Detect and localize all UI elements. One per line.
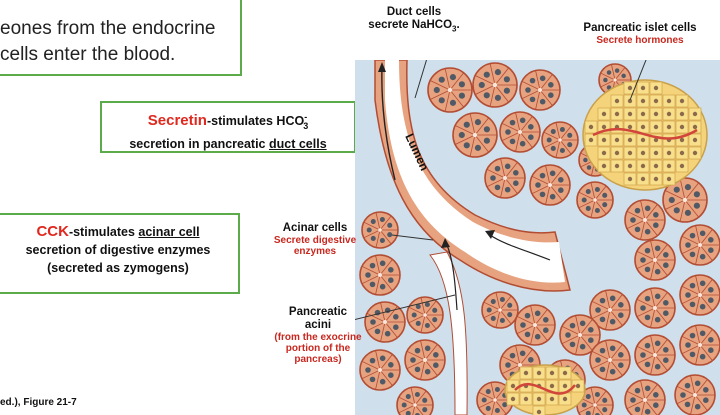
islet-cells-title: Pancreatic islet cells	[583, 22, 697, 34]
acinus	[576, 181, 614, 219]
cck-line1: CCK-stimulates acinar cell	[0, 223, 238, 241]
acinus	[427, 67, 473, 113]
acinus	[589, 289, 631, 331]
secretin-line1-text: -stimulates HCO	[206, 114, 305, 129]
duct-lumen	[385, 60, 565, 283]
acinus	[589, 339, 631, 381]
islet-cells-subtitle: Secrete hormones	[596, 35, 684, 46]
acinus	[634, 239, 676, 281]
acinus	[624, 379, 666, 415]
islet-cells-label: Pancreatic islet cells Secrete hormones	[560, 22, 720, 46]
acinus	[481, 291, 519, 329]
acinus	[514, 304, 556, 346]
duct-cells-end: .	[456, 19, 460, 31]
pancreatic-islet	[504, 364, 586, 415]
acini-sub2: portion of the	[285, 343, 351, 354]
duct-cells-leader	[414, 60, 428, 99]
acinus	[679, 224, 720, 266]
flow-arrow	[381, 67, 396, 181]
acinus	[404, 339, 446, 381]
flow-arrow-branch-head	[441, 238, 450, 248]
flow-arrow-side	[489, 234, 551, 261]
acinus	[519, 69, 561, 111]
pancreas-tissue-diagram: Lumen	[355, 60, 720, 415]
acinus	[499, 111, 541, 153]
secretin-superscript: -	[304, 112, 308, 122]
flow-arrow-side-head	[485, 230, 495, 239]
endocrine-note-line1: eones from the endocrine	[0, 18, 216, 39]
duct-wall	[374, 60, 571, 292]
acinus	[396, 386, 434, 415]
acini-line2: acini	[304, 319, 332, 331]
acinus	[541, 121, 579, 159]
acinus	[679, 324, 720, 366]
acinus	[634, 287, 676, 329]
acinus	[452, 112, 498, 158]
flow-arrow-branch	[446, 244, 458, 311]
endocrine-note-line2: cells enter the blood.	[0, 44, 176, 65]
secretin-duct-cells: duct cells	[268, 136, 327, 151]
secretin-subscript: 3	[303, 120, 309, 131]
acinar-cells-sub1: Secrete digestive	[273, 235, 357, 246]
acinus	[662, 177, 708, 223]
acinus	[634, 334, 676, 376]
cck-keyword: CCK	[36, 223, 69, 240]
duct-cells-subscript: 3	[452, 24, 457, 34]
secretin-line2-text: secretion in pancreatic	[129, 136, 269, 151]
acinus	[529, 164, 571, 206]
endocrine-note-box: eones from the endocrine cells enter the…	[0, 0, 242, 76]
acinar-cells-label: Acinar cells Secrete digestive enzymes	[266, 222, 364, 257]
acinar-cells-title: Acinar cells	[282, 222, 348, 234]
secretin-line1: Secretin-stimulates HCO-3	[102, 108, 354, 135]
acinus	[361, 211, 399, 249]
acinus	[472, 62, 518, 108]
cck-line1-text: -stimulates	[68, 225, 139, 239]
duct-cells-line1: Duct cells	[386, 6, 442, 18]
cck-acinar-cell: acinar cell	[138, 225, 200, 239]
flow-arrow-head	[378, 62, 386, 72]
pancreatic-acini-label: Pancreatic acini (from the exocrine port…	[262, 306, 374, 365]
acini-line1: Pancreatic	[288, 306, 348, 318]
duct-branch	[429, 251, 468, 415]
pancreatic-islet	[582, 79, 708, 191]
islet-group	[504, 79, 708, 415]
acini-sub3: pancreas)	[294, 354, 342, 365]
acinus	[359, 349, 401, 391]
duct-cells-line2: secrete NaHCO	[368, 19, 453, 31]
acini-sub1: (from the exocrine	[274, 332, 362, 343]
secretin-line2: secretion in pancreatic duct cells	[102, 135, 354, 153]
cck-line2: secretion of digestive enzymes	[25, 243, 211, 257]
acinus	[559, 314, 601, 356]
secretin-note-box: Secretin-stimulates HCO-3 secretion in p…	[100, 101, 356, 153]
acini-leader	[355, 294, 456, 321]
acinar-leader	[391, 234, 434, 241]
cck-note-box: CCK-stimulates acinar cell secretion of …	[0, 213, 240, 294]
acinar-cells-sub2: enzymes	[293, 246, 337, 257]
acinus	[406, 296, 444, 334]
acinus	[674, 374, 716, 415]
cck-line3: (secreted as zymogens)	[47, 261, 189, 275]
acinus	[484, 157, 526, 199]
secretin-keyword: Secretin	[147, 112, 207, 130]
duct-cells-label: Duct cells secrete NaHCO3.	[364, 6, 464, 35]
figure-caption: ed.), Figure 21-7	[0, 397, 77, 408]
acinus	[624, 199, 666, 241]
acinus	[679, 274, 720, 316]
acinus	[359, 254, 401, 296]
islet-leader	[629, 60, 647, 101]
